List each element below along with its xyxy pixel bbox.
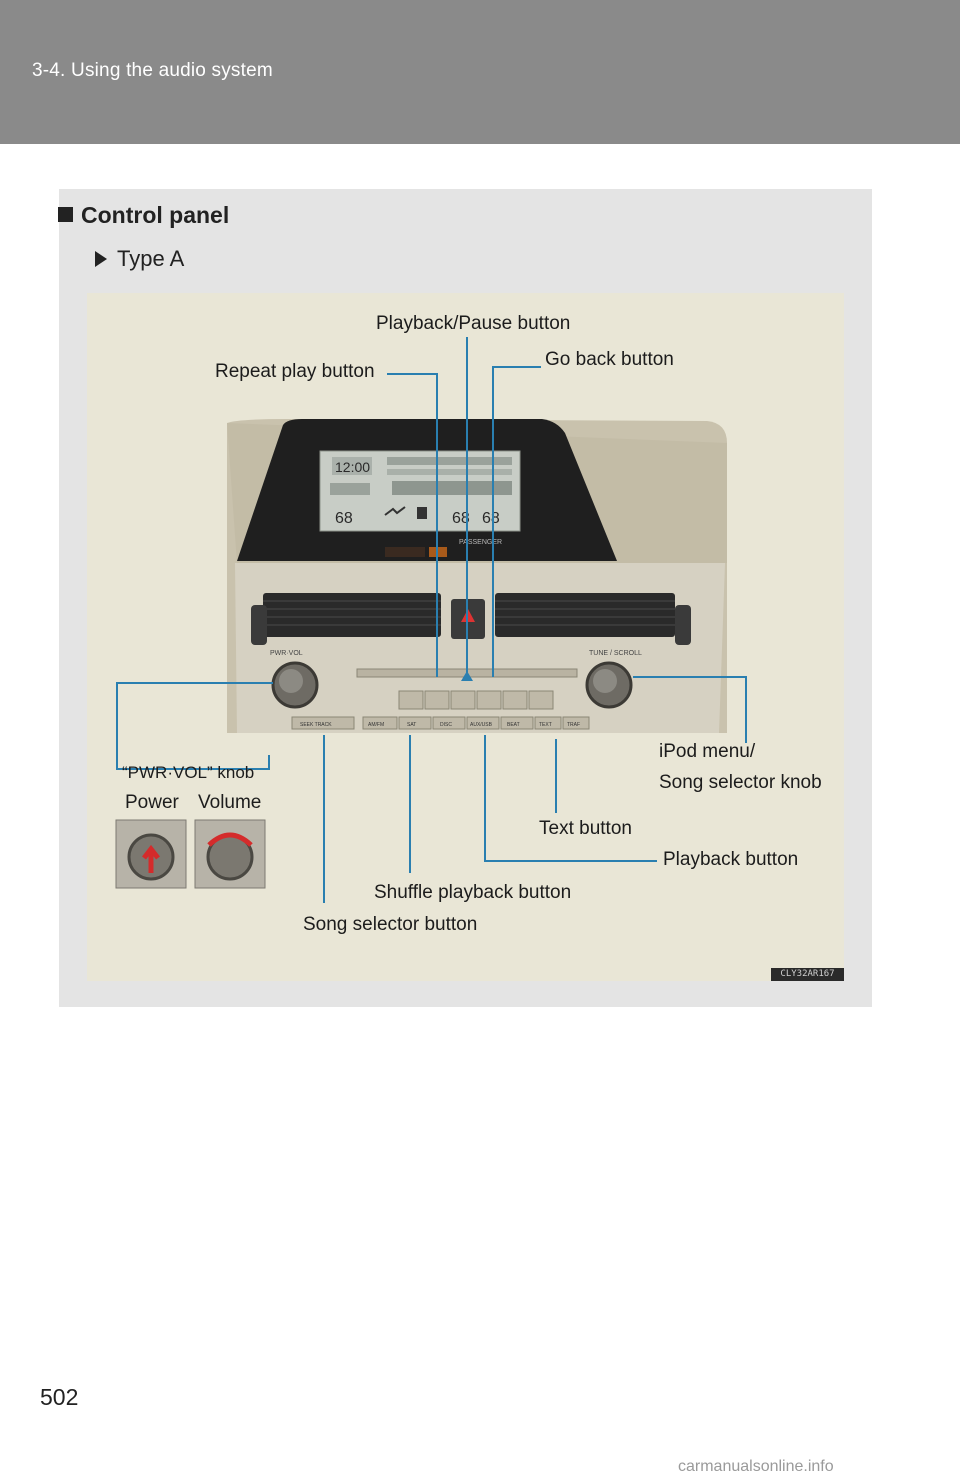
label-repeat-play: Repeat play button: [215, 361, 375, 382]
label-go-back: Go back button: [545, 349, 674, 370]
label-power: Power: [125, 792, 179, 813]
preset-buttons[interactable]: [398, 690, 554, 710]
panel-btn-sat: SAT: [407, 722, 416, 728]
pwr-vol-panel-label: PWR·VOL: [270, 650, 303, 657]
chapter-title: 3-4. Using the audio system: [32, 60, 273, 81]
display-right-temp: 68: [482, 510, 500, 527]
subtype-text: Type A: [117, 246, 185, 271]
section-title: Control panel: [58, 202, 229, 229]
left-air-vent: [263, 593, 441, 637]
panel-btn-beat: BEAT: [507, 722, 520, 728]
label-text-button: Text button: [539, 818, 632, 839]
label-volume: Volume: [198, 792, 262, 813]
control-panel-figure: 12:00 68 68 68 PASSENGER: [87, 293, 844, 981]
display-outside-temp: 68: [452, 510, 470, 527]
tune-scroll-panel-label: TUNE / SCROLL: [589, 650, 642, 657]
subtype-heading: Type A: [95, 246, 184, 272]
label-playback-pause: Playback/Pause button: [376, 313, 571, 334]
figure-code: CLY32AR167: [771, 968, 844, 981]
right-air-vent: [495, 593, 675, 637]
passenger-indicator: PASSENGER: [459, 539, 502, 546]
label-song-selector: Song selector button: [303, 914, 478, 935]
label-song-selector-knob: Song selector knob: [659, 772, 822, 793]
push-arrow-icon: [142, 844, 160, 873]
label-ipod-menu: iPod menu/: [659, 741, 756, 762]
label-playback-button: Playback button: [663, 849, 799, 870]
callout-lines: [116, 337, 747, 903]
panel-btn-text: TEXT: [539, 722, 552, 728]
page-header: 3-4. Using the audio system: [0, 0, 960, 144]
panel-btn-seek-track: SEEK TRACK: [300, 722, 332, 728]
page-number: 502: [40, 1384, 79, 1410]
display-clock: 12:00: [335, 459, 370, 475]
display-left-temp: 68: [335, 510, 353, 527]
section-title-text: Control panel: [81, 202, 230, 228]
label-shuffle-playback: Shuffle playback button: [374, 882, 572, 903]
panel-btn-traf: TRAF: [567, 722, 580, 728]
control-panel-illustration: 12:00 68 68 68 PASSENGER: [115, 337, 747, 903]
panel-btn-disc: DISC: [440, 722, 452, 728]
square-bullet-icon: [58, 207, 73, 222]
triangle-bullet-icon: [95, 251, 107, 267]
function-buttons[interactable]: [291, 716, 590, 730]
rotate-arrow-icon: [207, 832, 253, 847]
panel-btn-amfm: AM/FM: [368, 722, 384, 728]
panel-btn-auxusb: AUX/USB: [470, 722, 493, 728]
watermark: carmanualsonline.info: [678, 1458, 834, 1475]
label-pwr-vol-knob: “PWR·VOL” knob: [122, 763, 255, 782]
